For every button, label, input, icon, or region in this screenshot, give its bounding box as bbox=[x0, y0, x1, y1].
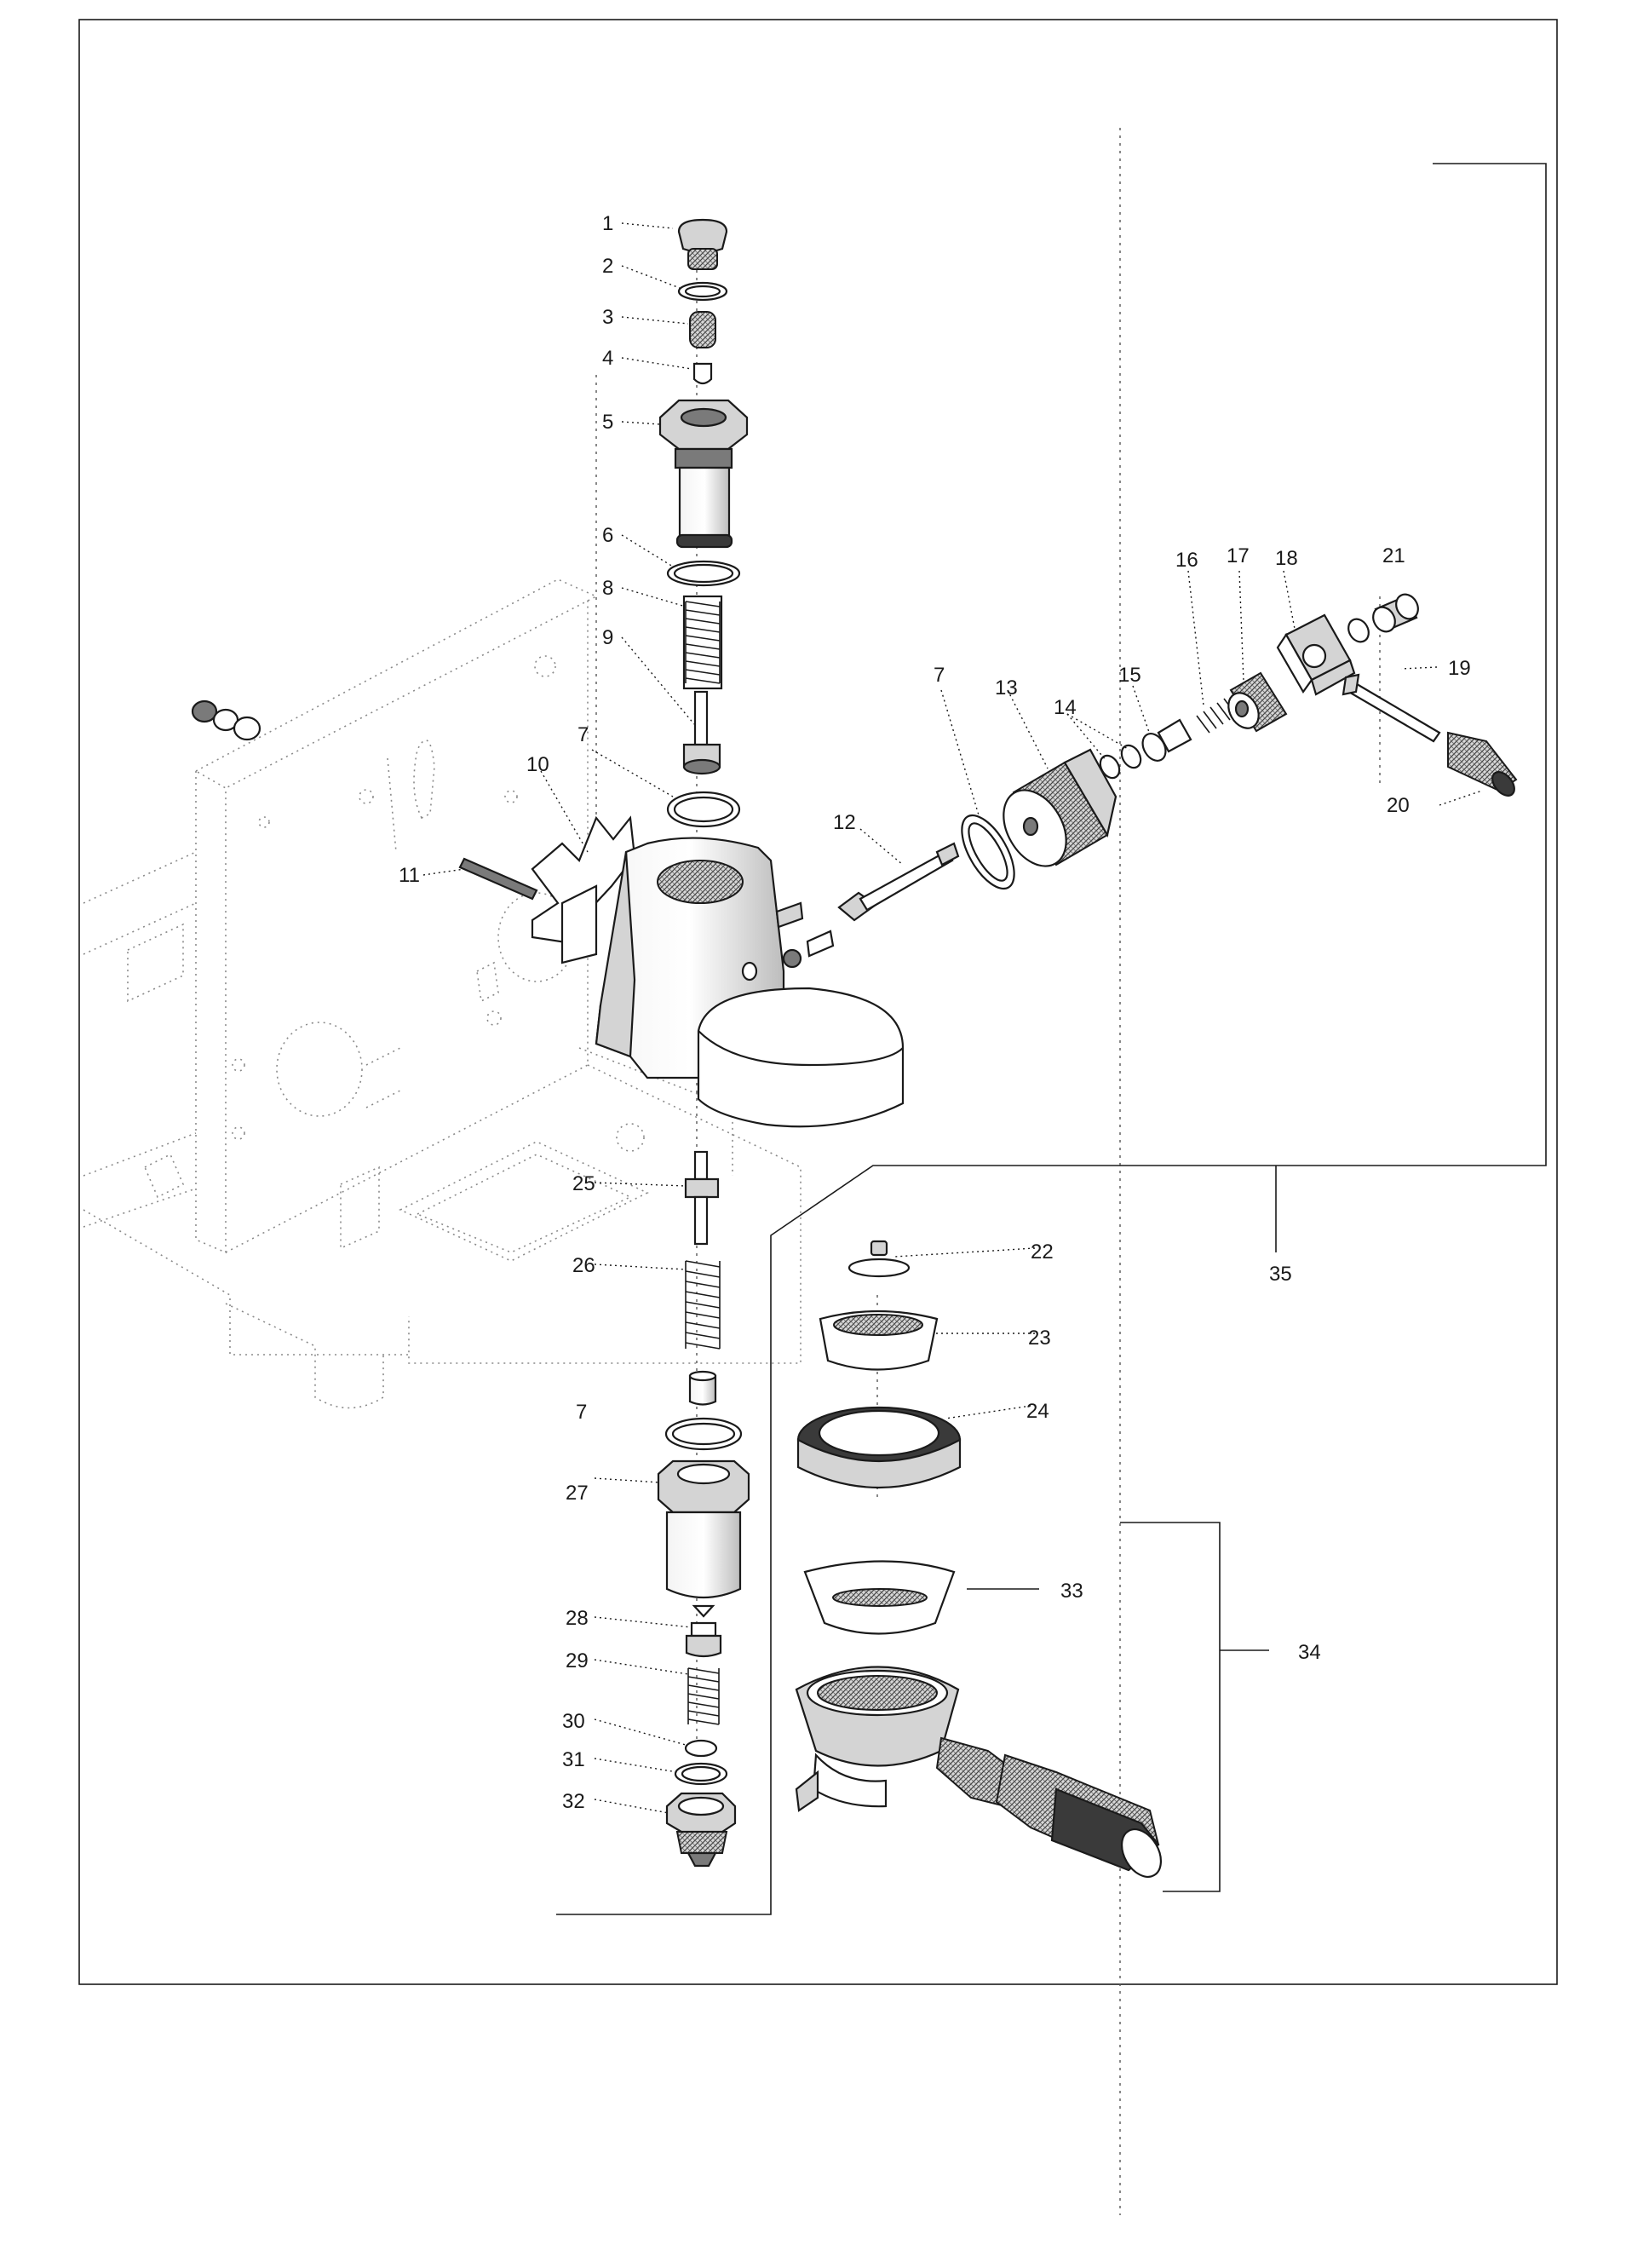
part-label-1: 1 bbox=[602, 212, 613, 235]
part-label-5: 5 bbox=[602, 411, 613, 434]
part-label-13: 13 bbox=[995, 676, 1018, 699]
part-label-19: 19 bbox=[1448, 657, 1471, 680]
part-label-26: 26 bbox=[572, 1254, 595, 1277]
part-label-3: 3 bbox=[602, 306, 613, 329]
part-label-22: 22 bbox=[1031, 1240, 1054, 1264]
machine-frame-background bbox=[83, 579, 802, 1409]
part-label-32: 32 bbox=[562, 1790, 585, 1813]
part-label-12: 12 bbox=[833, 811, 856, 834]
part-label-15: 15 bbox=[1118, 664, 1141, 687]
part-label-16: 16 bbox=[1175, 549, 1198, 572]
part-label-33: 33 bbox=[1060, 1580, 1083, 1603]
part-label-31: 31 bbox=[562, 1748, 585, 1771]
part-label-30: 30 bbox=[562, 1710, 585, 1733]
part-label-27: 27 bbox=[566, 1482, 589, 1505]
part-label-21: 21 bbox=[1382, 544, 1405, 567]
part-label-25: 25 bbox=[572, 1172, 595, 1195]
part-label-2: 2 bbox=[602, 255, 613, 278]
part-label-35: 35 bbox=[1269, 1263, 1292, 1286]
part-label-20: 20 bbox=[1387, 794, 1410, 817]
drawing-frame bbox=[78, 19, 1558, 1985]
part-label-23: 23 bbox=[1028, 1327, 1051, 1350]
part-label-18: 18 bbox=[1275, 547, 1298, 570]
part-label-28: 28 bbox=[566, 1607, 589, 1630]
part-label-24: 24 bbox=[1026, 1400, 1049, 1423]
part-label-11: 11 bbox=[399, 864, 420, 887]
side-valve-assembly bbox=[837, 593, 1518, 922]
label-leaders bbox=[422, 222, 1483, 1814]
part-label-10: 10 bbox=[526, 753, 549, 776]
assembly-brackets bbox=[556, 163, 1547, 1915]
part-label-14: 14 bbox=[1054, 696, 1077, 719]
part-label-29: 29 bbox=[566, 1649, 589, 1672]
part-label-8: 8 bbox=[602, 577, 613, 600]
part-label-34: 34 bbox=[1298, 1641, 1321, 1664]
part-label-7-upper: 7 bbox=[577, 723, 589, 746]
upper-valve-stack bbox=[658, 218, 749, 828]
part-label-7-side: 7 bbox=[934, 664, 945, 687]
part-label-17: 17 bbox=[1227, 544, 1250, 567]
part-label-7-lower: 7 bbox=[576, 1401, 587, 1424]
part-label-6: 6 bbox=[602, 524, 613, 547]
part-label-4: 4 bbox=[602, 347, 613, 370]
lower-valve-stack bbox=[657, 1150, 750, 1868]
filter-and-portafilter bbox=[795, 1240, 1163, 1878]
spring-8 bbox=[682, 595, 723, 690]
part-label-9: 9 bbox=[602, 626, 613, 649]
group-body bbox=[191, 699, 905, 1128]
part-labels: 1 2 3 4 5 6 8 9 7 10 11 7 12 13 14 15 16… bbox=[399, 212, 1471, 1813]
